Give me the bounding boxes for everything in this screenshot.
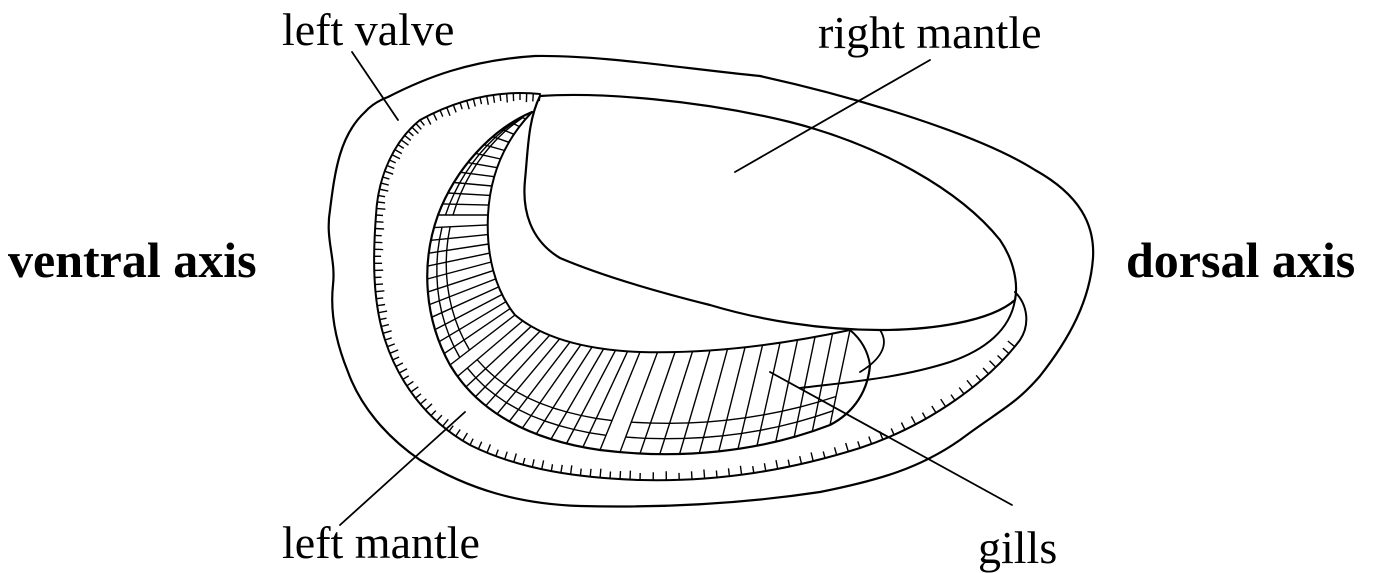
label-left-valve: left valve — [282, 4, 454, 55]
leader-gills — [770, 372, 1012, 505]
mantle-fold-line-2 — [860, 330, 884, 372]
label-left-mantle: left mantle — [282, 517, 480, 568]
leader-left-mantle — [340, 412, 465, 525]
leader-left-valve — [352, 52, 398, 120]
label-gills: gills — [978, 522, 1057, 573]
left-valve-outline — [329, 56, 1093, 507]
gills-outline-outer — [427, 112, 870, 454]
label-dorsal-axis: dorsal axis — [1126, 232, 1355, 288]
label-ventral-axis: ventral axis — [8, 232, 257, 288]
right-mantle-outline — [524, 95, 1016, 330]
mantle-fold-line — [800, 300, 1015, 388]
label-right-mantle: right mantle — [818, 7, 1042, 58]
